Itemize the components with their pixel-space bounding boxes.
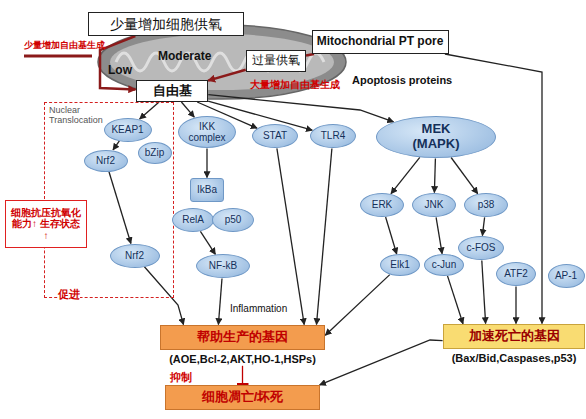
protein-ellipse: Elk1	[380, 254, 420, 276]
annotation-label: Moderate	[158, 50, 211, 64]
protein-ellipse: RelA	[172, 208, 214, 232]
process-box: 过量供氧	[246, 50, 306, 72]
node-text: Nrf2	[96, 155, 115, 167]
annotation-label: Low	[108, 64, 132, 78]
arrow-connector	[445, 54, 542, 324]
protein-ellipse: p50	[212, 208, 254, 232]
arrow-connector	[448, 276, 464, 324]
arrow-connector	[482, 261, 486, 324]
arrow-connector	[434, 159, 435, 193]
annotation-label: Inflammation	[230, 303, 287, 315]
node-text: c-Jun	[432, 259, 456, 271]
protein-ellipse: MEK (MAPK)	[376, 116, 496, 158]
arrow-connector	[325, 275, 390, 336]
protein-ellipse: bZip	[138, 142, 172, 164]
arrow-connector	[144, 267, 183, 325]
arrow-connector	[386, 217, 397, 254]
protein-box: IkBa	[190, 178, 224, 202]
arrow-connector	[208, 95, 393, 122]
arrow-connector	[206, 149, 207, 178]
note-box: 细胞抗压抗氧化 能力↑ 生存状态↑	[5, 200, 87, 248]
gene-heading: 加速死亡的基因	[443, 324, 585, 349]
edge-label: 促进	[58, 288, 80, 301]
annotation-label: Apoptosis proteins	[352, 74, 452, 87]
gene-box: 加速死亡的基因 (Bax/Bid,Caspases,p53)	[443, 324, 585, 365]
protein-ellipse: NF-kB	[196, 254, 250, 278]
arrow-connector	[482, 217, 484, 235]
node-text: 细胞凋亡/坏死	[202, 390, 284, 405]
process-box: Mitochondrial PT pore	[312, 30, 449, 54]
protein-ellipse: c-Jun	[424, 254, 464, 276]
protein-ellipse: AP-1	[548, 264, 585, 288]
node-text: JNK	[425, 199, 444, 211]
node-text: STAT	[263, 130, 287, 142]
node-text: Nuclear Translocation	[49, 105, 111, 126]
node-text: p50	[225, 214, 242, 226]
protein-ellipse: KEAP1	[104, 118, 152, 142]
arrow-connector	[306, 54, 314, 56]
node-text: KEAP1	[111, 124, 143, 136]
bracket	[24, 55, 92, 58]
node-text: AP-1	[555, 270, 577, 282]
node-text: 加速死亡的基因	[469, 329, 560, 344]
node-text: bZip	[145, 147, 164, 159]
node-text: NF-kB	[209, 260, 237, 272]
annotation-label: 少量增加自由基生成	[24, 40, 105, 50]
node-text: Elk1	[390, 259, 409, 271]
protein-ellipse: IKK complex	[178, 116, 236, 148]
node-text: MEK (MAPK)	[406, 122, 466, 152]
node-text: 细胞抗压抗氧化 能力↑ 生存状态↑	[10, 207, 82, 242]
arrow-connector	[451, 158, 478, 194]
arrow-connector	[181, 102, 194, 117]
arrow-connector	[218, 279, 222, 325]
protein-ellipse: Nrf2	[84, 150, 128, 172]
protein-ellipse: ERK	[360, 193, 404, 217]
arrow-connector	[317, 149, 332, 325]
node-text: RelA	[182, 214, 204, 226]
arrow-connector	[200, 231, 215, 254]
node-text: c-FOS	[467, 242, 496, 254]
outcome-box: 细胞凋亡/坏死	[165, 385, 320, 410]
arrow-connector	[109, 172, 131, 244]
arrow-connector	[100, 36, 136, 89]
process-box: 自由基	[136, 80, 208, 102]
arrow-connector	[436, 217, 442, 253]
arrow-connector	[320, 340, 443, 385]
node-text: ERK	[372, 199, 393, 211]
protein-ellipse: TLR4	[310, 124, 356, 148]
node-text: IKK complex	[187, 121, 227, 144]
node-text: (Bax/Bid,Caspases,p53)	[443, 352, 585, 365]
arrow-connector	[277, 148, 304, 324]
arrow-connector	[208, 70, 246, 81]
protein-ellipse: Nrf2	[110, 244, 160, 268]
node-text: 过量供氧	[252, 54, 300, 68]
node-text: Nrf2	[125, 250, 144, 262]
node-text: 自由基	[153, 84, 192, 99]
protein-ellipse: STAT	[252, 124, 298, 148]
protein-ellipse: JNK	[412, 193, 456, 217]
arrow-connector	[515, 287, 516, 324]
node-text: 帮助生产的基因	[197, 330, 288, 345]
protein-ellipse: c-FOS	[458, 236, 504, 260]
node-text: p38	[478, 199, 495, 211]
gene-heading: 帮助生产的基因	[160, 325, 325, 350]
node-text: IkBa	[197, 184, 217, 196]
inhibition-connector	[242, 366, 243, 385]
arrow-connector	[391, 157, 420, 193]
node-text: ATF2	[504, 268, 528, 280]
protein-ellipse: ATF2	[496, 262, 536, 286]
annotation-label: 大量增加自由基生成	[250, 79, 340, 91]
node-text: 少量增加细胞供氧	[110, 16, 222, 32]
node-text: TLR4	[321, 130, 345, 142]
arrow-connector	[113, 141, 119, 150]
node-text: (AOE,Bcl-2,AKT,HO-1,HSPs)	[160, 353, 325, 366]
gene-box: 帮助生产的基因 (AOE,Bcl-2,AKT,HO-1,HSPs)	[160, 325, 325, 366]
arrow-connector	[140, 102, 160, 119]
edge-label: 抑制	[170, 371, 192, 384]
protein-ellipse: p38	[464, 193, 508, 217]
process-box: 少量增加细胞供氧	[88, 12, 244, 36]
node-text: Mitochondrial PT pore	[317, 35, 444, 49]
